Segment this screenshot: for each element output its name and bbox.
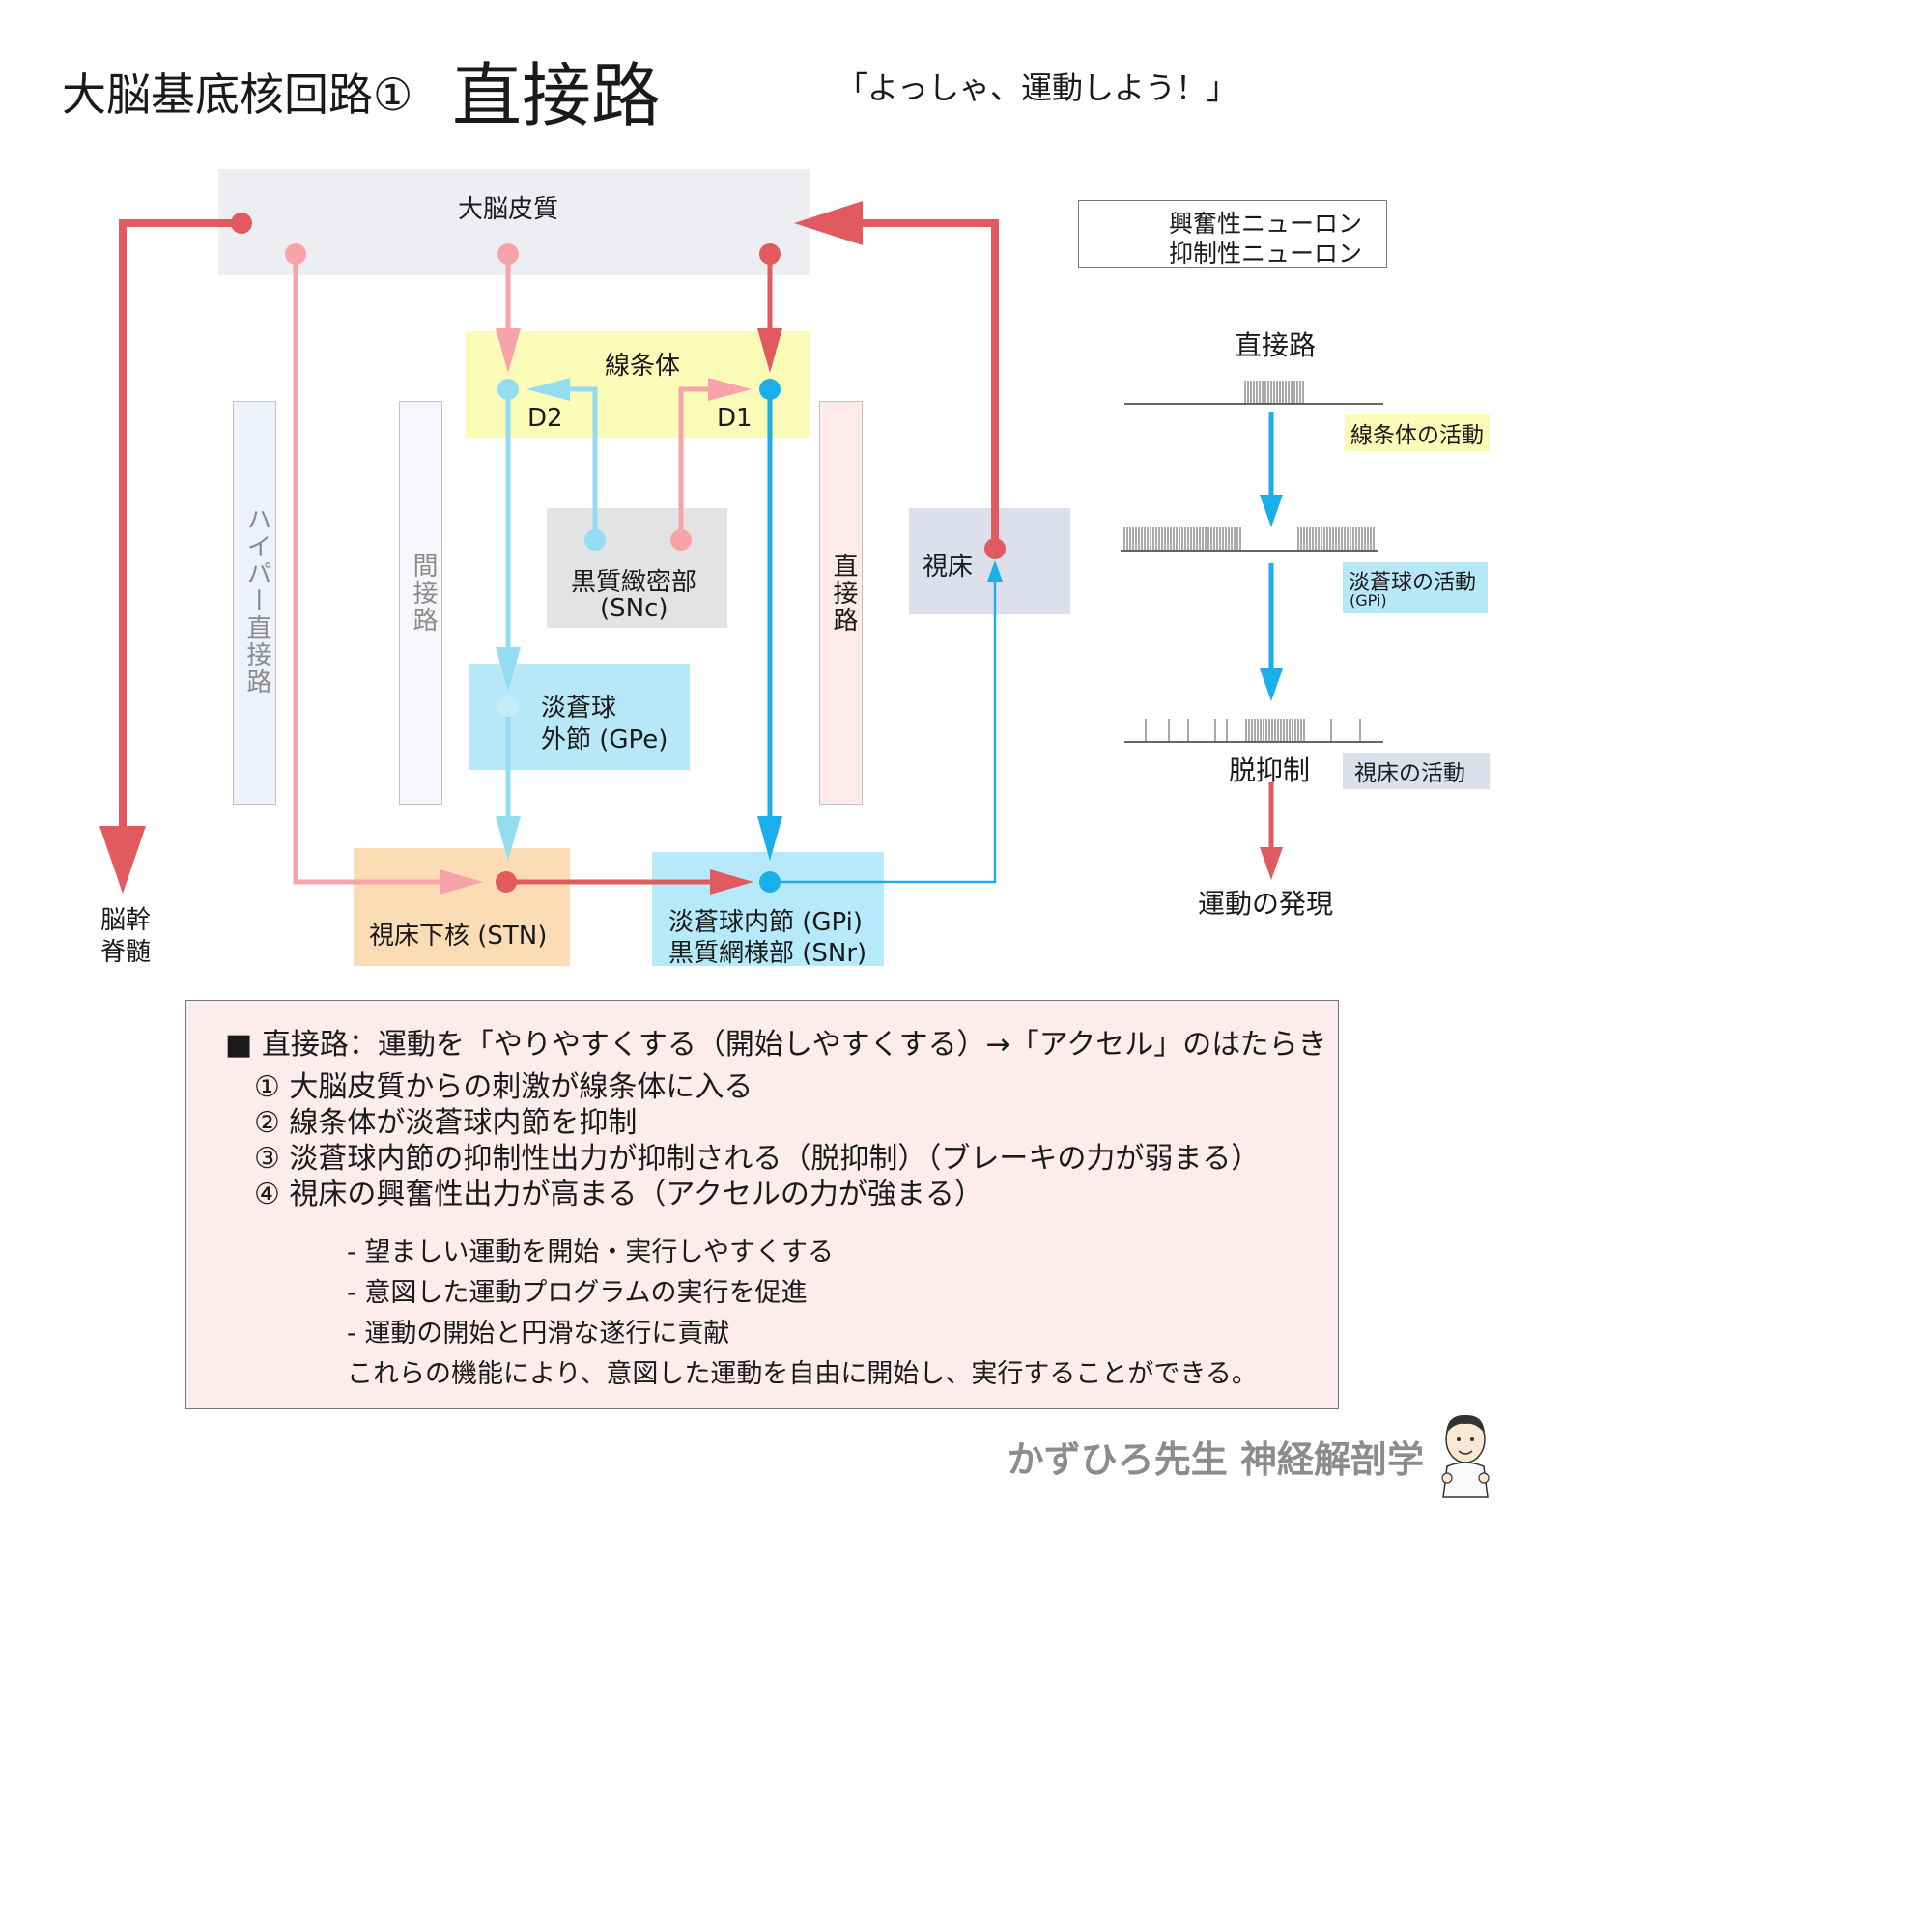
gpe-label-line2: 外節 (GPe)	[541, 725, 668, 754]
striatum-activity-tag: 線条体の活動	[1345, 414, 1490, 451]
activity-arrow-1	[1260, 412, 1283, 527]
gpe-label-line1: 淡蒼球	[541, 694, 617, 723]
indirect-column	[399, 401, 442, 805]
striatum-activity-trace	[1124, 381, 1383, 405]
activity-panel-title: 直接路	[1235, 329, 1317, 361]
gpi-label-line1: 淡蒼球内節 (GPi)	[668, 908, 864, 937]
brainstem-label-line2: 脊髄	[100, 938, 152, 967]
thalamus-to-cortex-arrow	[794, 201, 1006, 559]
snc-box	[547, 508, 727, 628]
gpi-to-thalamus-arrow	[759, 560, 1003, 893]
summary-item: ④ 視床の興奮性出力が高まる（アクセルの力が強まる）	[254, 1178, 983, 1211]
cortex-to-brainstem-arrow	[99, 213, 252, 894]
stn-to-gpi-arrow	[496, 869, 753, 895]
quote-text: 「よっしゃ、運動しよう！」	[837, 70, 1238, 106]
teacher-avatar	[1441, 1414, 1490, 1498]
gpi-activity-abbr: (GPi)	[1350, 591, 1387, 610]
legend-box	[1078, 200, 1387, 268]
cortex-to-stn-arrow	[285, 243, 483, 895]
cortex-to-d1-arrow	[757, 243, 782, 373]
hyper-direct-label: ハイパー直接路	[242, 506, 271, 696]
summary-item: ① 大脳皮質からの刺激が線条体に入る	[254, 1070, 753, 1104]
footer-credit: かずひろ先生 神経解剖学	[1007, 1438, 1424, 1481]
d1-label: D1	[717, 404, 753, 433]
gpi-activity-tag	[1343, 562, 1488, 613]
activity-arrow-2	[1260, 563, 1283, 701]
stn-label: 視床下核 (STN)	[369, 922, 548, 951]
snc-abbr: (SNc)	[600, 594, 668, 623]
legend-excitatory-label: 興奮性ニューロン	[1169, 210, 1363, 238]
gpi-activity-trace	[1121, 527, 1378, 552]
disinhibition-label: 脱抑制	[1229, 754, 1311, 786]
legend-inhibitory-label: 抑制性ニューロン	[1169, 240, 1363, 268]
cortex-label: 大脳皮質	[458, 195, 559, 224]
summary-heading: ■ 直接路：運動を「やりやすくする（開始しやすくする）→「アクセル」のはたらき	[225, 1028, 1327, 1062]
stn-box	[354, 848, 570, 966]
summary-bullet: - 意図した運動プログラムの実行を促進	[347, 1278, 808, 1308]
movement-label: 運動の発現	[1198, 888, 1334, 920]
page-title-main: 直接路	[452, 55, 662, 136]
cortex-to-d2-arrow	[496, 243, 521, 373]
activity-arrow-3	[1260, 782, 1283, 880]
direct-label: 直接路	[829, 553, 858, 634]
summary-item: ③ 淡蒼球内節の抑制性出力が抑制される（脱抑制）（ブレーキの力が弱まる）	[254, 1142, 1261, 1176]
brainstem-label-line1: 脳幹	[100, 906, 152, 935]
summary-item: ② 線条体が淡蒼球内節を抑制	[254, 1106, 638, 1140]
gpi-label-line2: 黒質網様部 (SNr)	[668, 939, 867, 968]
thalamus-activity-trace	[1124, 719, 1383, 743]
hyper-direct-column	[233, 401, 276, 805]
circuit-diagram	[99, 201, 1383, 895]
striatum-box	[466, 331, 810, 438]
gpi-box	[652, 852, 884, 966]
summary-bullet: - 望ましい運動を開始・実行しやすくする	[347, 1237, 835, 1267]
snc-to-d2-arrow	[526, 378, 606, 551]
indirect-label: 間接路	[409, 553, 438, 634]
thalamus-activity-tag: 視床の活動	[1343, 753, 1490, 789]
summary-bullet: - 運動の開始と円滑な遂行に貢献	[347, 1319, 730, 1349]
snc-to-d1-arrow	[670, 378, 752, 551]
d2-label: D2	[527, 404, 563, 433]
direct-column	[819, 401, 863, 805]
summary-conclusion: これらの機能により、意図した運動を自由に開始し、実行することができる。	[347, 1359, 1258, 1389]
thalamus-box	[909, 508, 1070, 614]
d1-to-gpi-arrow	[757, 379, 782, 861]
summary-box: ■ 直接路：運動を「やりやすくする（開始しやすくする）→「アクセル」のはたらき …	[185, 1000, 1339, 1409]
snc-label: 黒質緻密部	[571, 568, 697, 597]
striatum-label: 線条体	[605, 352, 681, 381]
gpi-activity-label: 淡蒼球の活動	[1349, 571, 1477, 595]
d2-to-gpe-arrow	[496, 379, 521, 692]
thalamus-label: 視床	[923, 553, 974, 582]
gpe-to-stn-arrow	[496, 696, 521, 861]
page-title: 大脳基底核回路①	[62, 69, 413, 121]
